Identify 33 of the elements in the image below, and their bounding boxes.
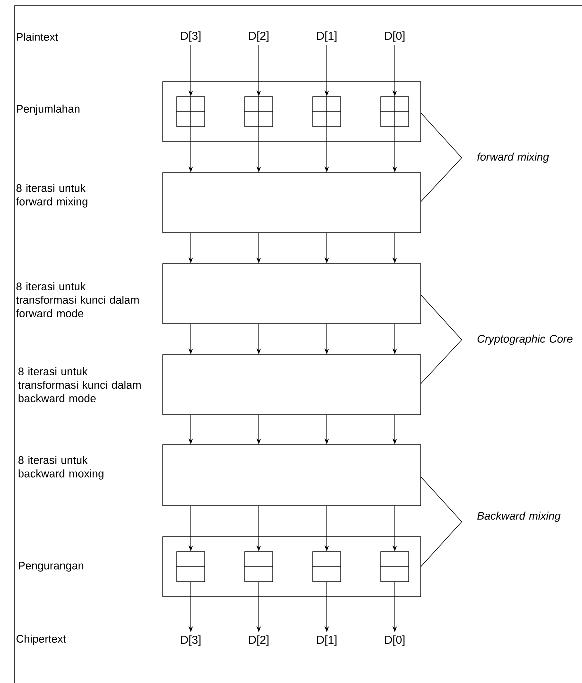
data-label: D[0]	[385, 32, 405, 42]
process-box	[162, 536, 422, 598]
data-label: D[2]	[249, 32, 269, 42]
subtractor-box	[176, 552, 206, 582]
data-label: D[1]	[317, 32, 337, 42]
adder-box	[380, 96, 410, 128]
row-label: Plaintext	[17, 32, 58, 42]
row-label: Pengurangan	[19, 562, 84, 572]
adder-box	[244, 96, 274, 128]
data-label: D[3]	[181, 636, 201, 646]
process-box	[162, 172, 422, 234]
subtractor-box	[312, 552, 342, 582]
adder-box	[312, 96, 342, 128]
row-label: 8 iterasi untuk transformasi kunci dalam forward mode	[16, 282, 139, 318]
adder-box	[176, 96, 206, 128]
process-box	[162, 82, 422, 142]
group-label: Cryptographic Core	[478, 334, 573, 346]
row-label: 8 iterasi untuk transformasi kunci dalam backward mode	[18, 367, 141, 403]
row-label: Penjumlahan	[17, 104, 80, 116]
row-label: Chipertext	[16, 634, 66, 646]
process-box	[162, 354, 422, 416]
group-label: Backward mixing	[478, 512, 561, 522]
data-label: D[1]	[317, 636, 337, 646]
group-label: forward mixing	[478, 152, 550, 164]
data-label: D[0]	[385, 636, 405, 646]
row-label: 8 iterasi untuk forward mixing	[16, 184, 88, 208]
data-label: D[2]	[249, 636, 269, 646]
data-label: D[3]	[181, 32, 201, 42]
process-box	[162, 444, 422, 506]
subtractor-box	[244, 552, 274, 582]
subtractor-box	[380, 552, 410, 582]
row-label: 8 iterasi untuk backward moxing	[18, 456, 104, 480]
process-box	[162, 264, 422, 324]
